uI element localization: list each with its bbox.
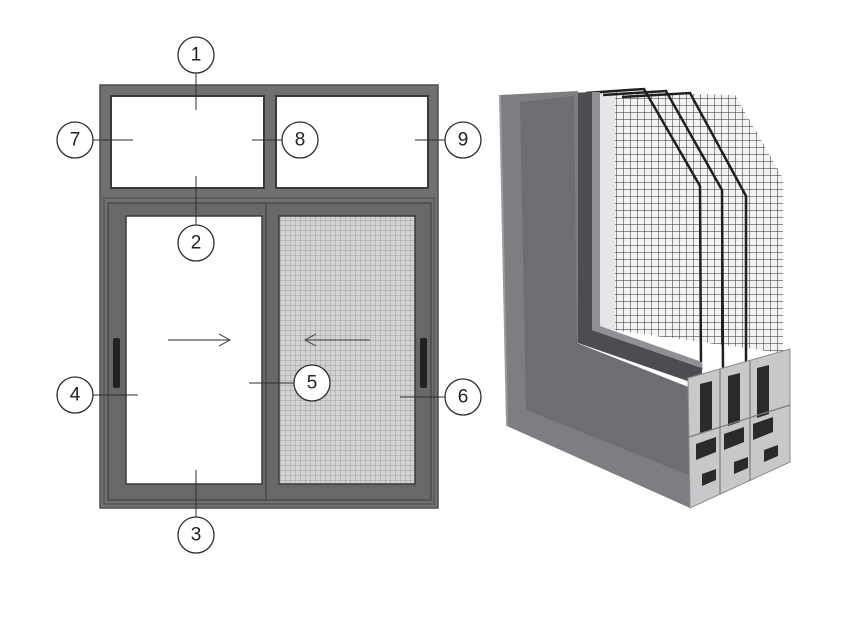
callout-number: 3 — [191, 525, 202, 546]
section-chamber — [753, 417, 773, 440]
window-handle-icon — [113, 338, 120, 388]
callout-8: 8 — [281, 121, 319, 159]
window-handle-icon — [420, 338, 427, 388]
arrow-right-icon — [168, 333, 232, 347]
transom-pane-left — [110, 95, 265, 189]
callout-7: 7 — [56, 121, 94, 159]
glass-pane-edge-2 — [602, 89, 725, 373]
profile-screen-mesh — [612, 92, 783, 353]
glass-pane-edge-1 — [585, 87, 703, 371]
arrow-left-icon — [303, 333, 370, 347]
callout-3: 3 — [177, 516, 215, 554]
profile-section-chambers — [696, 365, 778, 486]
profile-frame-inner-face — [520, 96, 696, 478]
callout-number: 7 — [70, 130, 81, 151]
glass-pane-edge-3 — [621, 91, 748, 374]
callout-number: 4 — [70, 385, 81, 406]
callout-number: 5 — [307, 373, 318, 394]
callout-number: 9 — [458, 130, 469, 151]
profile-section-walls — [688, 361, 791, 494]
section-wall — [688, 404, 791, 438]
left-sash-glass — [125, 215, 263, 485]
profile-corner-render — [499, 87, 791, 509]
callout-2: 2 — [177, 224, 215, 262]
section-gasket — [757, 365, 769, 418]
insect-screen-mesh — [278, 215, 416, 485]
callout-5: 5 — [293, 364, 331, 402]
lower-frame-outline — [103, 197, 435, 505]
callout-9: 9 — [444, 121, 482, 159]
callout-6: 6 — [444, 378, 482, 416]
callouts: 1 2 3 4 5 6 7 — [56, 36, 482, 554]
callout-number: 8 — [295, 130, 306, 151]
leader-lines — [93, 73, 445, 517]
section-gasket — [700, 381, 712, 434]
section-chamber — [702, 469, 716, 486]
section-chamber — [724, 427, 744, 450]
window-elevation — [99, 84, 439, 509]
section-chamber — [764, 445, 778, 462]
profile-frame-edge — [499, 94, 508, 427]
callout-1: 1 — [177, 36, 215, 74]
callout-number: 1 — [191, 45, 202, 66]
callout-number: 2 — [191, 233, 202, 254]
section-chamber — [734, 457, 748, 474]
profile-sash-bar — [570, 92, 702, 386]
callout-4: 4 — [56, 376, 94, 414]
section-gasket — [728, 373, 740, 426]
callout-number: 6 — [458, 387, 469, 408]
section-chamber — [696, 437, 716, 460]
